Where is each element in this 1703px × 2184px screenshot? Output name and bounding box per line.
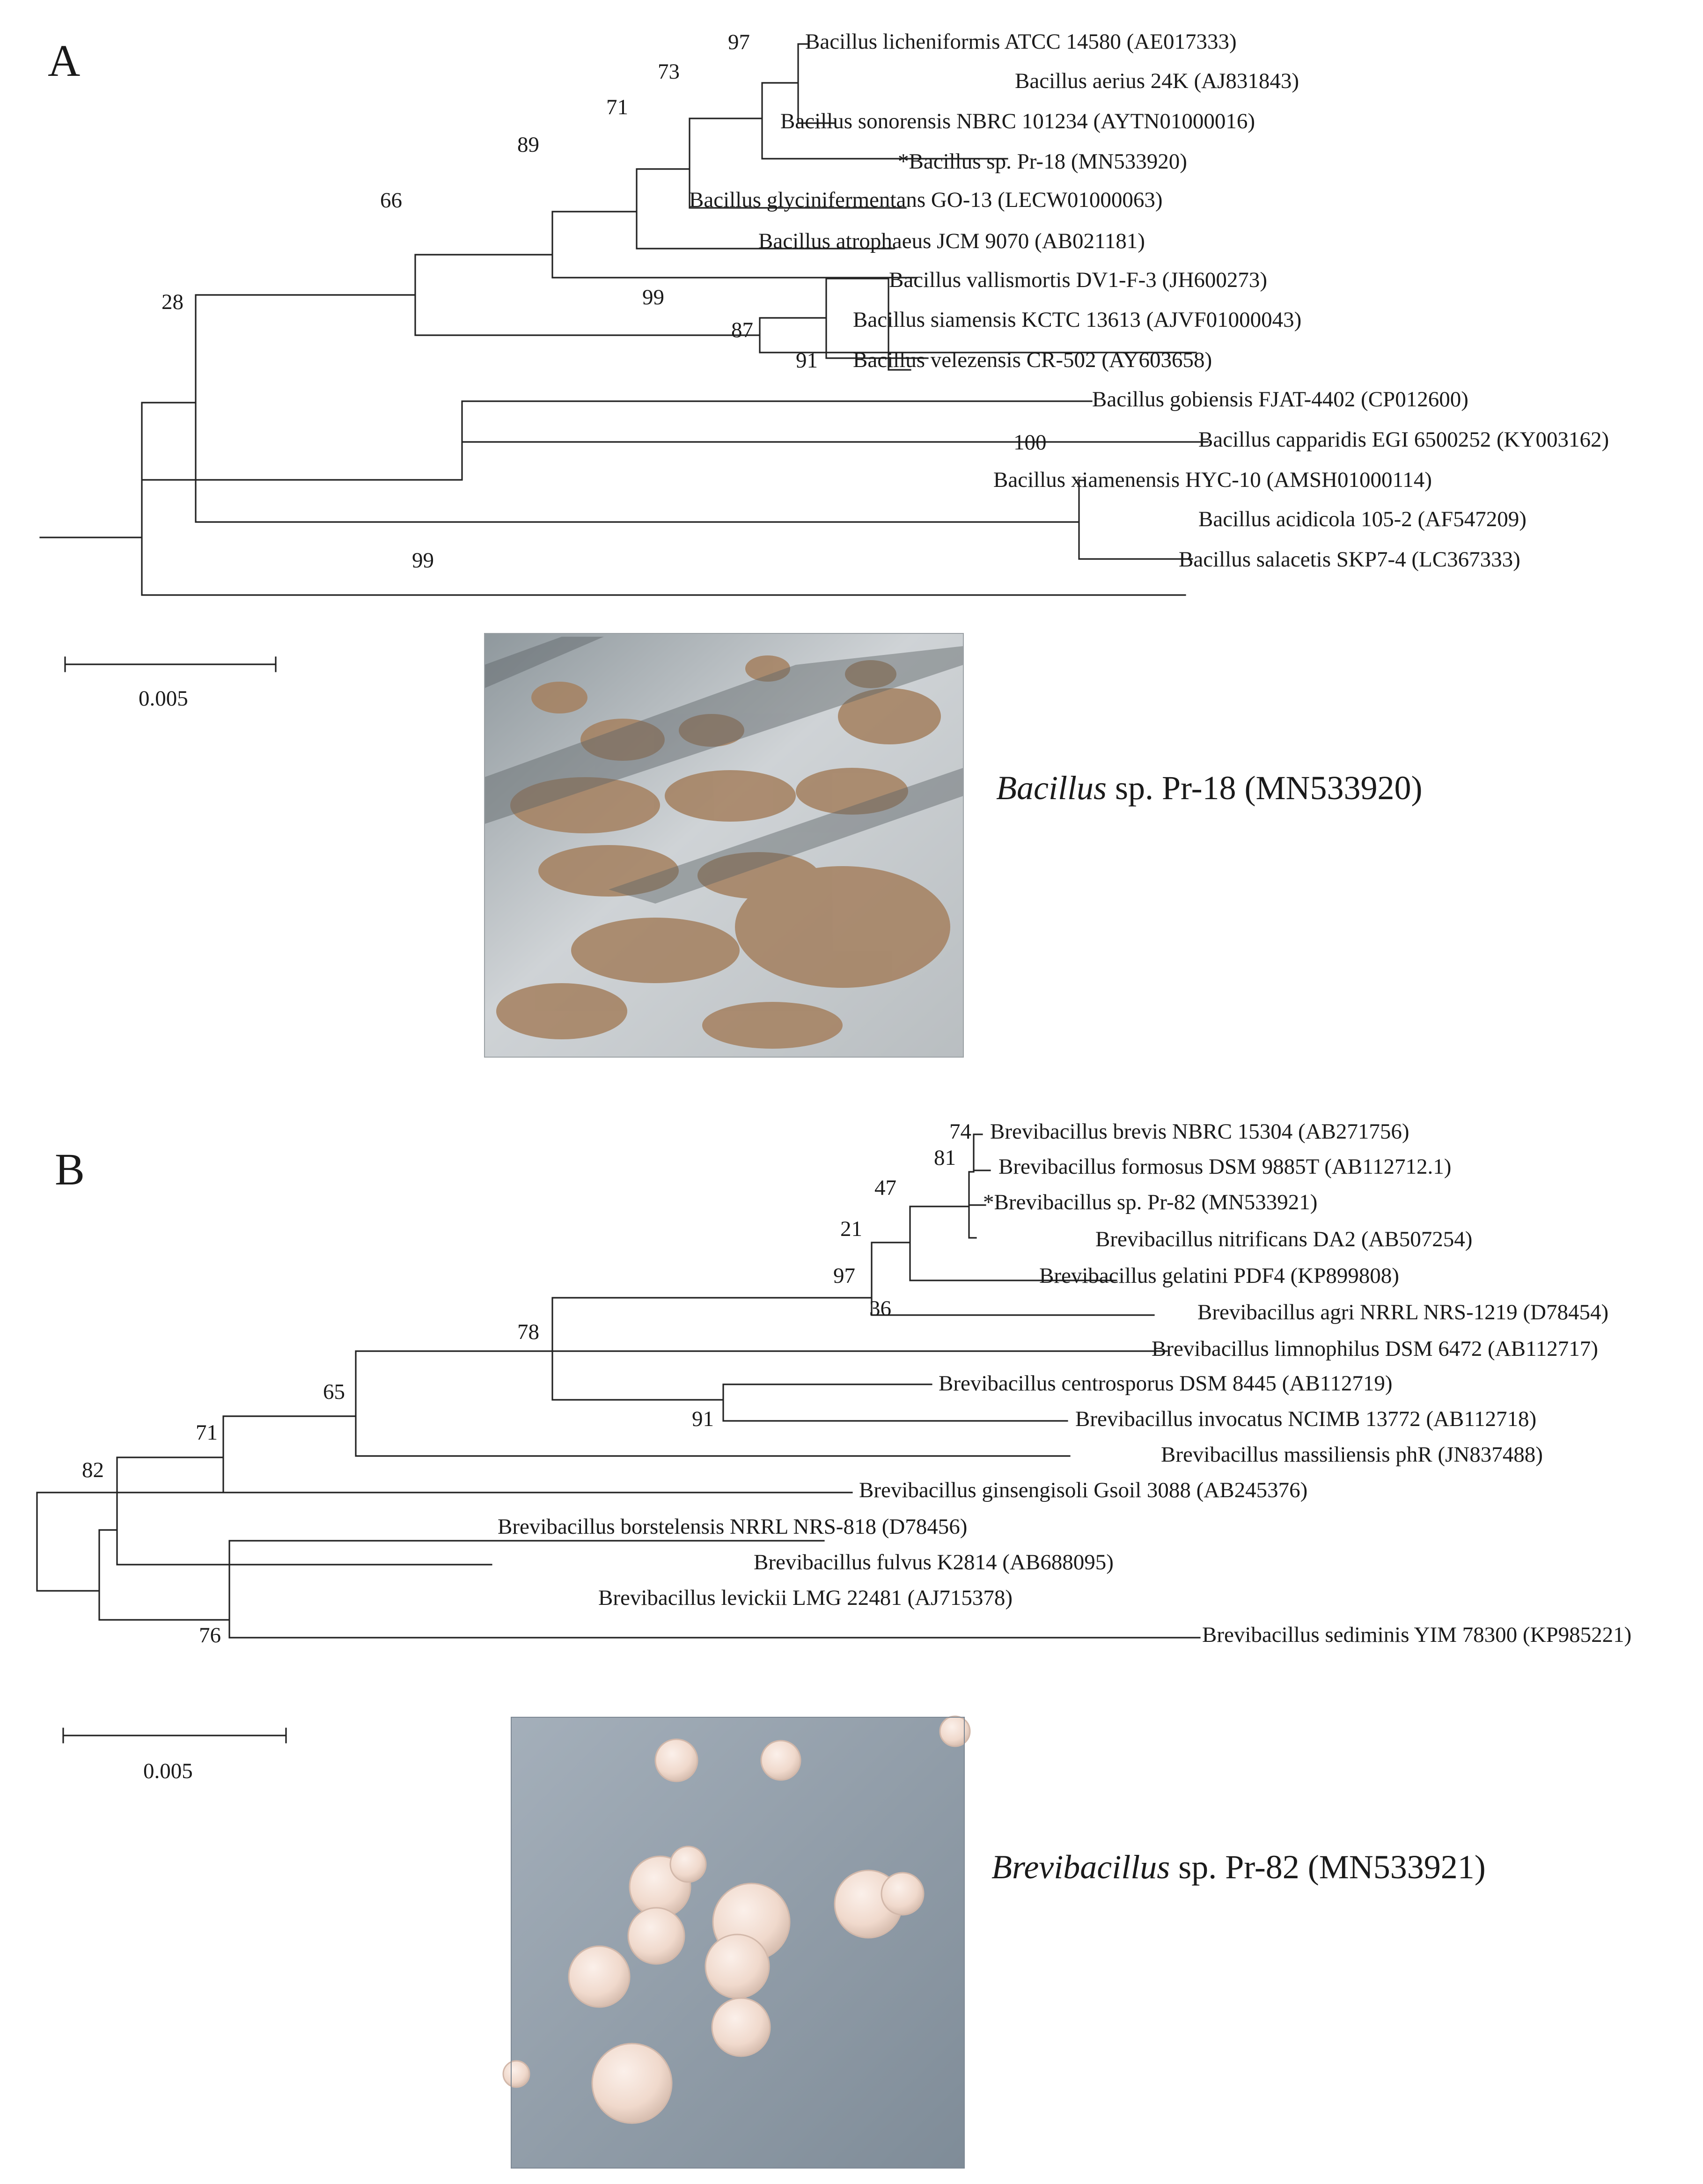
caption-strain: sp. Pr-18 (MN533920) (1107, 769, 1423, 807)
tree-tip: Brevibacillus massiliensis phR (JN837488… (1161, 1442, 1543, 1467)
colony-photo-a (484, 633, 964, 1058)
scale-bar-label: 0.005 (139, 686, 188, 711)
tree-tip: Brevibacillus agri NRRL NRS-1219 (D78454… (1197, 1300, 1608, 1324)
bootstrap-value: 97 (833, 1264, 855, 1288)
bootstrap-value: 28 (161, 290, 184, 314)
tree-tip: Bacillus salacetis SKP7-4 (LC367333) (1179, 547, 1520, 572)
bootstrap-value: 89 (517, 132, 539, 157)
tree-tip: Brevibacillus nitrificans DA2 (AB507254) (1095, 1227, 1472, 1251)
bootstrap-value: 99 (642, 285, 664, 309)
bootstrap-value: 97 (728, 30, 750, 54)
colony-photo-b (502, 1715, 971, 2169)
tree-tip: Bacillus atrophaeus JCM 9070 (AB021181) (758, 229, 1145, 253)
bootstrap-value: 21 (840, 1217, 862, 1241)
tree-tip: Brevibacillus levickii LMG 22481 (AJ7153… (598, 1586, 1013, 1610)
scale-bar-a: 0.005 (64, 656, 277, 711)
tree-tip: Brevibacillus centrosporus DSM 8445 (AB1… (939, 1371, 1393, 1396)
tree-tip: Bacillus gobiensis FJAT-4402 (CP012600) (1092, 387, 1468, 412)
tree-tip: Brevibacillus brevis NBRC 15304 (AB27175… (990, 1119, 1409, 1144)
panel-label-b: B (55, 1144, 85, 1194)
panel-label-a: A (48, 36, 80, 86)
scale-bar-label: 0.005 (143, 1759, 193, 1783)
bootstrap-value: 100 (1013, 430, 1047, 455)
bootstrap-value: 71 (606, 95, 628, 119)
panel-b: B Brevibacillus brevis NBRC 15304 (AB271… (36, 1119, 1631, 2169)
tree-tip: *Brevibacillus sp. Pr-82 (MN533921) (983, 1190, 1317, 1214)
bootstrap-value: 76 (199, 1623, 221, 1647)
phylogenetic-tree-a: Bacillus licheniformis ATCC 14580 (AE017… (39, 29, 1609, 596)
tree-tip: Brevibacillus fulvus K2814 (AB688095) (754, 1550, 1114, 1574)
tree-tip: Bacillus siamensis KCTC 13613 (AJVF01000… (853, 308, 1301, 332)
bootstrap-value: 99 (412, 548, 434, 573)
bootstrap-value: 73 (658, 59, 680, 84)
scale-bar-b: 0.005 (62, 1728, 287, 1783)
tree-tip: Brevibacillus gelatini PDF4 (KP899808) (1039, 1264, 1399, 1288)
panel-a: A Bacillus licheniformis ATCC 14580 (AE0… (39, 29, 1609, 1058)
phylogenetic-tree-b: Brevibacillus brevis NBRC 15304 (AB27175… (36, 1119, 1631, 1647)
bootstrap-value: 91 (692, 1407, 714, 1431)
tree-tip: *Bacillus sp. Pr-18 (MN533920) (898, 149, 1187, 174)
bootstrap-value: 66 (380, 188, 402, 213)
caption-a: Bacillus sp. Pr-18 (MN533920) (996, 769, 1423, 807)
tree-tip: Bacillus glycinifermentans GO-13 (LECW01… (689, 188, 1163, 212)
caption-genus: Brevibacillus (991, 1848, 1170, 1886)
tree-tip: Bacillus xiamenensis HYC-10 (AMSH0100011… (993, 468, 1432, 492)
tree-tip: Bacillus capparidis EGI 6500252 (KY00316… (1198, 427, 1609, 452)
tree-tip: Bacillus aerius 24K (AJ831843) (1015, 69, 1299, 93)
tree-tip: Bacillus sonorensis NBRC 101234 (AYTN010… (780, 109, 1255, 133)
bootstrap-value: 87 (731, 318, 753, 342)
caption-b: Brevibacillus sp. Pr-82 (MN533921) (991, 1848, 1486, 1886)
bootstrap-value: 71 (196, 1420, 218, 1445)
bootstrap-value: 91 (796, 348, 818, 373)
caption-strain: sp. Pr-82 (MN533921) (1170, 1848, 1486, 1886)
bootstrap-value: 74 (949, 1119, 971, 1144)
tree-tip: Bacillus velezensis CR-502 (AY603658) (853, 348, 1212, 372)
bootstrap-value: 36 (869, 1296, 891, 1321)
tree-tip: Brevibacillus formosus DSM 9885T (AB1127… (998, 1155, 1451, 1179)
bootstrap-value: 82 (82, 1458, 104, 1482)
bootstrap-value: 47 (874, 1176, 896, 1200)
tree-tip: Brevibacillus ginsengisoli Gsoil 3088 (A… (859, 1478, 1307, 1502)
bootstrap-value: 78 (517, 1320, 539, 1344)
bootstrap-value: 65 (323, 1380, 345, 1404)
tree-branches-b (36, 1133, 1201, 1639)
tree-tip: Bacillus licheniformis ATCC 14580 (AE017… (805, 29, 1237, 54)
tree-tip: Brevibacillus sediminis YIM 78300 (KP985… (1202, 1623, 1631, 1647)
tree-tip: Bacillus acidicola 105-2 (AF547209) (1198, 507, 1527, 531)
tree-tip: Brevibacillus borstelensis NRRL NRS-818 … (498, 1515, 967, 1539)
tree-branches-a (39, 43, 1209, 596)
tree-tip: Bacillus vallismortis DV1-F-3 (JH600273) (889, 268, 1267, 292)
bootstrap-value: 81 (934, 1146, 956, 1170)
tree-tip: Brevibacillus limnophilus DSM 6472 (AB11… (1152, 1337, 1598, 1361)
caption-genus: Bacillus (996, 769, 1107, 807)
tree-tip: Brevibacillus invocatus NCIMB 13772 (AB1… (1075, 1407, 1536, 1431)
